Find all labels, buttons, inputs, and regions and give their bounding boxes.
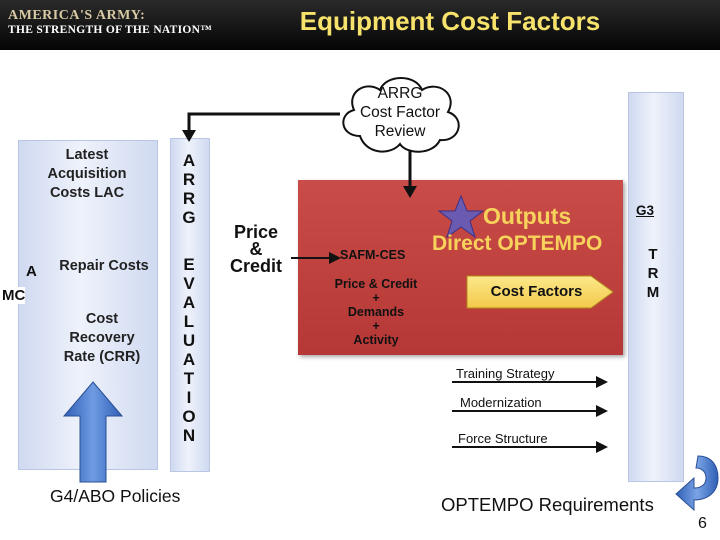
letter: N [182, 426, 196, 445]
modernization-arrow [452, 405, 608, 417]
price-credit-label: Price & Credit [222, 222, 290, 276]
cloud-line-1: ARRG [377, 85, 423, 102]
repair-costs-label: Repair Costs [59, 258, 149, 274]
g4-abo-policies: G4/ABO Policies [50, 486, 181, 506]
force-structure-arrow [452, 441, 608, 453]
review-feed-arrow [182, 112, 340, 142]
price-to-safm-arrow [291, 252, 341, 264]
side-letters-mc: MC [2, 287, 26, 304]
header-bar [0, 0, 720, 50]
page-number: 6 [698, 515, 707, 532]
training-strategy-label: Training Strategy [456, 366, 555, 381]
cloud-text: ARRG Cost Factor Review [340, 84, 460, 141]
letter: T [183, 369, 195, 388]
optempo-requirements-label: OPTEMPO Requirements [441, 494, 654, 515]
arrg-evaluation-bar [170, 138, 210, 472]
cost-factors-arrow [466, 275, 614, 309]
review-cloud [342, 77, 460, 153]
letter: I [186, 388, 192, 407]
calc-stack: Price & Credit + Demands + Activity [315, 277, 437, 347]
g3-label: G3 [636, 203, 655, 218]
direct-optempo-label: Direct OPTEMPO [432, 232, 603, 255]
training-strategy-arrow [452, 376, 608, 388]
letter: R [182, 189, 196, 208]
letter: L [183, 312, 195, 331]
cloud-to-box-arrow [403, 150, 417, 198]
calc-line: Demands [347, 305, 405, 319]
logo-line-2: THE STRENGTH OF THE NATION™ [8, 24, 213, 36]
g3-vertical-bar [628, 92, 684, 482]
letter: R [647, 265, 659, 282]
slide-title: Equipment Cost Factors [299, 6, 601, 36]
credit-text: Credit [229, 256, 282, 276]
trm-letters: T R M [630, 245, 676, 302]
letter: U [182, 331, 196, 350]
blue-up-arrow [62, 381, 124, 483]
outputs-label: Outputs [483, 203, 572, 229]
return-arrow-icon [675, 455, 719, 512]
letter: A [182, 350, 196, 369]
letter: V [183, 274, 195, 293]
cost-factors-label: Cost Factors [490, 283, 583, 300]
letter: M [646, 284, 660, 301]
letter: O [182, 407, 196, 426]
price-text: Price [233, 222, 279, 242]
cloud-line-2: Cost Factor [359, 104, 441, 121]
letter: E [183, 255, 195, 274]
letter: R [182, 170, 196, 189]
force-structure-label: Force Structure [458, 431, 548, 446]
side-letter-a: A [26, 263, 37, 280]
letter: A [182, 151, 196, 170]
lac-label: Latest Acquisition Costs LAC [28, 146, 146, 203]
logo-line-1: AMERICA'S ARMY: [8, 8, 146, 23]
letter: A [182, 293, 196, 312]
lac-text: Latest Acquisition Costs LAC [47, 147, 127, 201]
evaluation-letters: E V A L U A T I O N [170, 255, 208, 445]
calc-line: + [372, 319, 380, 333]
arrg-letters: A R R G [170, 151, 208, 227]
cloud-line-3: Review [374, 123, 426, 140]
modernization-label: Modernization [460, 395, 542, 410]
ampersand-text: & [249, 239, 263, 259]
letter: T [648, 246, 658, 263]
letter: G [182, 208, 196, 227]
safm-ces-label: SAFM-CES [340, 248, 406, 262]
crr-label: Cost Recovery Rate (CRR) [63, 311, 141, 365]
calc-line: + [372, 291, 380, 305]
calc-line: Price & Credit [334, 277, 418, 291]
calc-line: Activity [353, 333, 399, 347]
star-icon [438, 194, 484, 239]
